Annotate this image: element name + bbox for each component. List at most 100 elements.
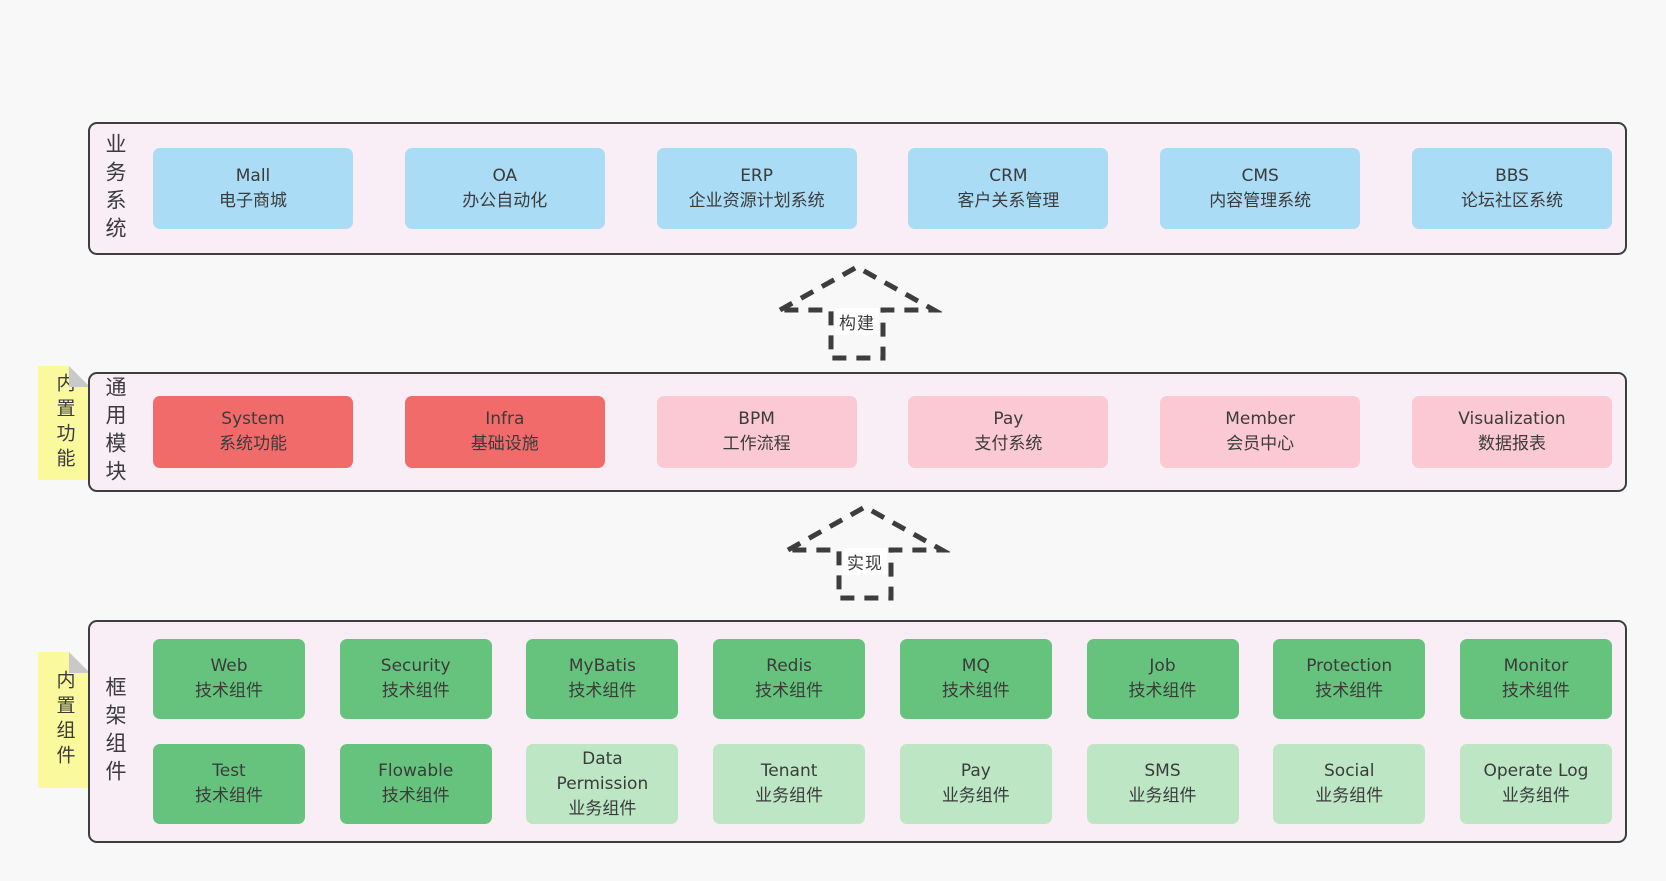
folded-corner-icon <box>69 366 90 387</box>
box-subtitle: 技术组件 <box>1128 681 1197 701</box>
box-job: Job 技术组件 <box>1086 639 1239 719</box>
box-title: Visualization <box>1458 409 1566 429</box>
box-subtitle: 办公自动化 <box>462 190 548 211</box>
box-tenant: Tenant 业务组件 <box>713 744 866 824</box>
box-title: ERP <box>740 165 773 186</box>
box-subtitle: 业务组件 <box>941 786 1010 806</box>
box-subtitle: 企业资源计划系统 <box>688 190 825 211</box>
box-subtitle: 数据报表 <box>1477 434 1546 454</box>
layer-rows: System 系统功能 Infra 基础设施 BPM 工作流程 Pay 支付系统 Member 会… <box>153 374 1612 490</box>
box-row: System 系统功能 Infra 基础设施 BPM 工作流程 Pay 支付系统 Member 会… <box>153 396 1612 468</box>
sticky-note-builtin-components: 内置组件 <box>38 652 90 788</box>
box-subtitle: 系统功能 <box>219 434 287 454</box>
box-subtitle: 论坛社区系统 <box>1460 190 1563 211</box>
box-title: Redis <box>766 656 813 676</box>
box-title: Test <box>212 761 246 781</box>
box-protection: Protection 技术组件 <box>1273 639 1426 719</box>
box-subtitle: 业务组件 <box>1501 786 1570 806</box>
box-title: Operate Log <box>1483 761 1589 781</box>
box-subtitle: 业务组件 <box>568 798 637 819</box>
arrow-build: 构建 <box>772 262 942 362</box>
box-pay: Pay 支付系统 <box>908 396 1109 468</box>
arrow-implement: 实现 <box>780 502 950 602</box>
box-bbs: BBS 论坛社区系统 <box>1411 148 1612 229</box>
box-title: Member <box>1225 409 1296 429</box>
sticky-note-label: 内置组件 <box>53 670 76 770</box>
arrow-label: 实现 <box>843 548 887 575</box>
box-social: Social 业务组件 <box>1273 744 1426 824</box>
box-subtitle: 技术组件 <box>941 681 1010 701</box>
box-title: Pay <box>960 761 991 781</box>
box-title: Protection <box>1306 656 1393 676</box>
arrow-label: 构建 <box>835 308 879 335</box>
box-title: Security <box>380 656 451 676</box>
box-subtitle: 技术组件 <box>195 681 263 701</box>
box-test: Test 技术组件 <box>153 744 305 824</box>
box-subtitle: 业务组件 <box>1128 786 1197 806</box>
box-title: MQ <box>961 656 990 676</box>
box-subtitle: 技术组件 <box>568 681 637 701</box>
box-title: Web <box>210 656 248 676</box>
box-cms: CMS 内容管理系统 <box>1160 148 1361 229</box>
box-sms: SMS 业务组件 <box>1086 744 1239 824</box>
box-subtitle: 客户关系管理 <box>957 190 1060 211</box>
box-subtitle: 电子商城 <box>219 190 287 211</box>
box-operate-log: Operate Log 业务组件 <box>1459 744 1612 824</box>
box-title: Mall <box>235 165 271 186</box>
layer-rows: Mall 电子商城 OA 办公自动化 ERP 企业资源计划系统 CRM 客户关系管理 CMS 内容… <box>153 124 1612 253</box>
box-title: CMS <box>1241 165 1279 186</box>
box-mall: Mall 电子商城 <box>153 148 353 229</box>
box-title: BPM <box>738 409 775 429</box>
box-title: CRM <box>989 165 1028 186</box>
box-system: System 系统功能 <box>153 396 353 468</box>
box-title: Tenant <box>760 761 818 781</box>
box-infra: Infra 基础设施 <box>404 396 605 468</box>
box-bpm: BPM 工作流程 <box>656 396 857 468</box>
layer-label: 通用模块 <box>103 376 127 488</box>
box-subtitle: 业务组件 <box>755 786 824 806</box>
box-title: System <box>221 409 285 429</box>
box-subtitle: 业务组件 <box>1315 786 1384 806</box>
layer-common-modules: 通用模块 System 系统功能 Infra 基础设施 BPM 工作流程 Pay 支付系统 Me… <box>88 372 1627 492</box>
box-visualization: Visualization 数据报表 <box>1411 396 1612 468</box>
box-title: BBS <box>1495 165 1529 186</box>
box-row: Mall 电子商城 OA 办公自动化 ERP 企业资源计划系统 CRM 客户关系管理 CMS 内容… <box>153 148 1612 229</box>
box-redis: Redis 技术组件 <box>713 639 866 719</box>
box-subtitle: 技术组件 <box>755 681 824 701</box>
box-subtitle: 工作流程 <box>722 434 791 454</box>
box-title: SMS <box>1144 761 1181 781</box>
box-mq: MQ 技术组件 <box>899 639 1052 719</box>
box-title: Pay <box>993 409 1024 429</box>
box-title: Monitor <box>1503 656 1569 676</box>
box-member: Member 会员中心 <box>1160 396 1361 468</box>
box-web: Web 技术组件 <box>153 639 305 719</box>
box-oa: OA 办公自动化 <box>404 148 605 229</box>
box-title: Social <box>1324 761 1375 781</box>
box-subtitle: 技术组件 <box>195 786 263 806</box>
box-erp: ERP 企业资源计划系统 <box>656 148 857 229</box>
layer-label: 业务系统 <box>103 132 127 245</box>
box-subtitle: 支付系统 <box>974 434 1043 454</box>
box-crm: CRM 客户关系管理 <box>908 148 1109 229</box>
sticky-note-builtin-features: 内置功能 <box>38 366 90 480</box>
box-subtitle: 会员中心 <box>1226 434 1295 454</box>
box-subtitle: 技术组件 <box>381 681 450 701</box>
box-title: Job <box>1149 656 1176 676</box>
layer-label: 框架组件 <box>103 675 127 788</box>
layer-business-systems: 业务系统 Mall 电子商城 OA 办公自动化 ERP 企业资源计划系统 CRM 客户关系管理… <box>88 122 1627 255</box>
box-title: Infra <box>485 409 525 429</box>
box-subtitle: 内容管理系统 <box>1209 190 1312 211</box>
box-subtitle: 基础设施 <box>470 434 539 454</box>
box-subtitle: 技术组件 <box>1315 681 1384 701</box>
box-security: Security 技术组件 <box>339 639 492 719</box>
box-title: Flowable <box>378 761 454 781</box>
box-title: OA <box>492 165 518 186</box>
